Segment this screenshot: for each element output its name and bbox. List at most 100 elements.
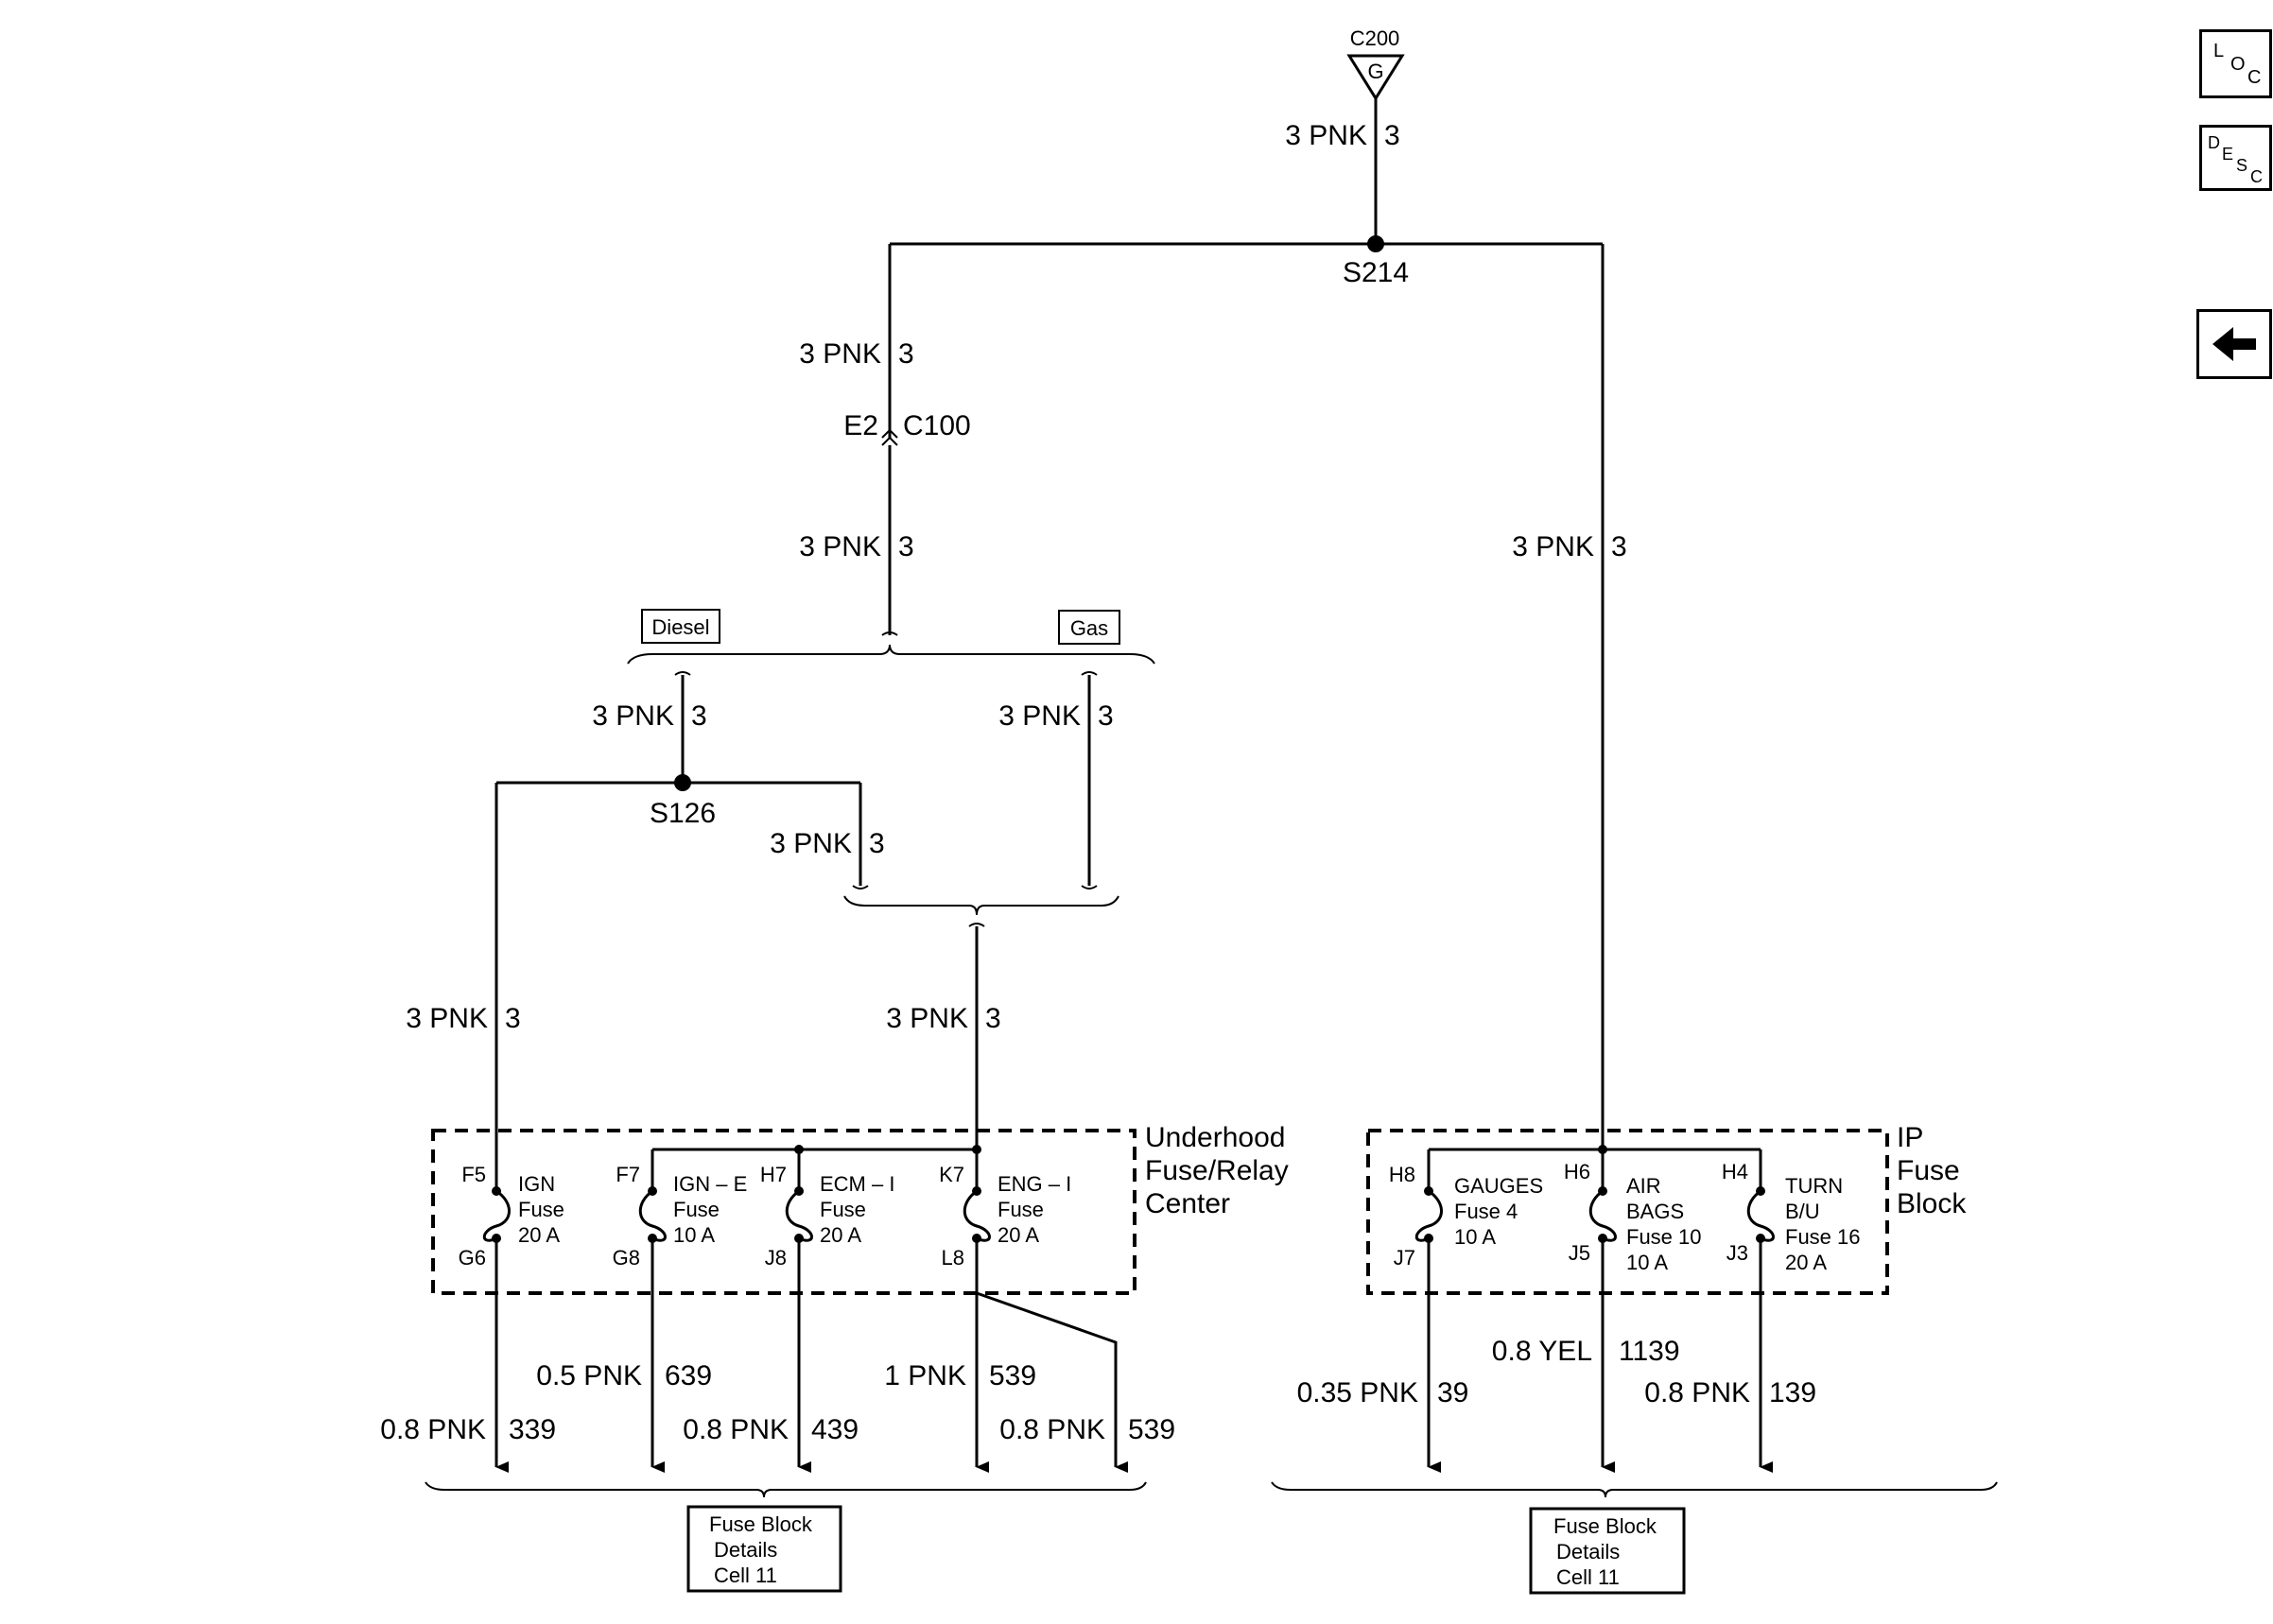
wire-merge-circuit: 3 [985, 1003, 1001, 1034]
svg-text:E: E [2222, 145, 2233, 164]
ip-fuse-block: IP Fuse Block H8 J7 GAUGES Fuse 4 10 A H… [1366, 1122, 1967, 1295]
wire-gas-circuit: 3 [1098, 700, 1114, 732]
fuse-gauges-line-1: GAUGES [1454, 1174, 1543, 1198]
fuse-air-bags-out-pin: J5 [1569, 1241, 1590, 1265]
fuse-gauges: H8 J7 GAUGES Fuse 4 10 A [1389, 1163, 1543, 1270]
out-339-circuit: 339 [509, 1414, 556, 1445]
fuse-ign: F5 G6 IGN Fuse 20 A [459, 1163, 564, 1270]
fuse-gauges-line-2: Fuse 4 [1454, 1200, 1518, 1223]
c100-pin: E2 [843, 410, 878, 441]
out-1139-circuit: 1139 [1619, 1336, 1680, 1367]
fuse-turn-bu-line-3: Fuse 16 [1785, 1225, 1861, 1249]
fuse-gauges-in-pin: H8 [1389, 1163, 1415, 1186]
wire-break-merge [968, 923, 985, 927]
fuse-gauges-line-3: 10 A [1454, 1225, 1496, 1249]
fuse-ign-e-line-1: IGN – E [673, 1172, 747, 1196]
out-139-circuit: 139 [1769, 1377, 1816, 1408]
fuse-air-bags-line-3: Fuse 10 [1626, 1225, 1702, 1249]
back-button[interactable] [2196, 309, 2272, 379]
wire-gas-gauge: 3 PNK [998, 700, 1081, 732]
underhood-title-1: Underhood [1145, 1122, 1285, 1153]
ref-left-line-2: Details [714, 1538, 777, 1562]
out-539a-circuit: 539 [989, 1360, 1036, 1391]
out-39-gauge: 0.35 PNK [1297, 1377, 1418, 1408]
ground-c200: C200 G [1346, 26, 1405, 101]
fuse-eng-i-in-pin: K7 [939, 1163, 964, 1186]
fuse-turn-bu-line-2: B/U [1785, 1200, 1820, 1223]
out-1139-gauge: 0.8 YEL [1492, 1336, 1592, 1367]
ip-title-3: Block [1897, 1188, 1967, 1219]
ref-left-line-1: Fuse Block [709, 1512, 813, 1536]
svg-text:C: C [2247, 67, 2261, 88]
fuse-ign-out-pin: G6 [459, 1246, 486, 1270]
option-gas-label: Gas [1070, 616, 1108, 640]
fuse-turn-bu: H4 J3 TURN B/U Fuse 16 20 A [1722, 1160, 1861, 1274]
fuse-ign-e-line-3: 10 A [673, 1223, 715, 1247]
out-539b-gauge: 0.8 PNK [999, 1414, 1105, 1445]
wire-left-lower-circuit: 3 [898, 531, 914, 562]
fuse-eng-i-line-3: 20 A [998, 1223, 1039, 1247]
fuse-turn-bu-line-4: 20 A [1785, 1251, 1827, 1274]
ip-title-1: IP [1897, 1122, 1923, 1153]
wire-left-upper-circuit: 3 [898, 338, 914, 370]
splice-s126-label: S126 [650, 798, 716, 829]
ground-symbol: G [1367, 60, 1383, 83]
fuse-ign-e: F7 G8 IGN – E Fuse 10 A [613, 1163, 748, 1270]
out-639-gauge: 0.5 PNK [536, 1360, 642, 1391]
fuse-eng-i: K7 L8 ENG – I Fuse 20 A [939, 1163, 1071, 1270]
out-439-gauge: 0.8 PNK [683, 1414, 789, 1445]
desc-button[interactable]: D E S C [2199, 125, 2272, 191]
out-39-circuit: 39 [1437, 1377, 1468, 1408]
splice-s214-dot [1367, 235, 1384, 252]
option-brace-top [627, 644, 1155, 665]
ip-outputs: 0.35 PNK 39 0.8 YEL 1139 0.8 PNK 139 [1297, 1238, 1816, 1473]
fuse-ign-e-line-2: Fuse [673, 1198, 720, 1221]
wire-s126-right-gauge: 3 PNK [770, 828, 852, 859]
fuse-ign-line-3: 20 A [518, 1223, 560, 1247]
out-439-circuit: 439 [811, 1414, 859, 1445]
wire-s126-right-circuit: 3 [869, 828, 885, 859]
ref-right-line-3: Cell 11 [1556, 1565, 1620, 1589]
fuse-air-bags-line-4: 10 A [1626, 1251, 1668, 1274]
wire-left-lower-gauge: 3 PNK [799, 531, 881, 562]
fuse-gauges-out-pin: J7 [1394, 1246, 1415, 1270]
ref-box-left: Fuse Block Details Cell 11 [686, 1505, 842, 1593]
wire-break-gas-bottom [1081, 885, 1098, 890]
svg-text:C: C [2250, 167, 2263, 186]
fuse-air-bags-in-pin: H6 [1564, 1160, 1590, 1183]
wire-top-circuit: 3 [1384, 120, 1400, 151]
wire-break-gas [1081, 671, 1098, 676]
svg-text:S: S [2236, 156, 2247, 175]
out-339-gauge: 0.8 PNK [380, 1414, 486, 1445]
option-gas-box: Gas [1058, 610, 1120, 645]
fuse-eng-i-line-1: ENG – I [998, 1172, 1071, 1196]
fuse-air-bags-line-2: BAGS [1626, 1200, 1684, 1223]
wire-top-gauge: 3 PNK [1285, 120, 1367, 151]
wire-diesel-circuit: 3 [691, 700, 707, 732]
splice-s214-label: S214 [1343, 257, 1409, 288]
underhood-title-3: Center [1145, 1188, 1230, 1219]
loc-icon: L O C [2213, 41, 2261, 88]
fuse-ecm-i-in-pin: H7 [760, 1163, 787, 1186]
out-639-circuit: 639 [665, 1360, 712, 1391]
c100-name: C100 [903, 410, 971, 441]
ref-right-line-1: Fuse Block [1553, 1514, 1657, 1538]
ref-right-line-2: Details [1556, 1540, 1620, 1564]
fuse-turn-bu-line-1: TURN [1785, 1174, 1843, 1198]
loc-button[interactable]: L O C [2199, 29, 2272, 98]
brace-right-bottom [1271, 1481, 1998, 1498]
wire-break-diesel [674, 671, 691, 676]
splice-s126-dot [674, 774, 691, 791]
wire-diesel-gauge: 3 PNK [592, 700, 674, 732]
fuse-ecm-i-line-2: Fuse [820, 1198, 866, 1221]
out-139-gauge: 0.8 PNK [1644, 1377, 1750, 1408]
wire-break-top [881, 631, 898, 636]
fuse-eng-i-line-2: Fuse [998, 1198, 1044, 1221]
fuse-ecm-i-out-pin: J8 [765, 1246, 787, 1270]
underhood-title-2: Fuse/Relay [1145, 1155, 1289, 1186]
desc-icon: D E S C [2208, 133, 2263, 186]
wire-right-circuit: 3 [1611, 531, 1627, 562]
fuse-turn-bu-out-pin: J3 [1726, 1241, 1748, 1265]
ref-left-line-3: Cell 11 [714, 1564, 777, 1587]
wire-left-upper-gauge: 3 PNK [799, 338, 881, 370]
